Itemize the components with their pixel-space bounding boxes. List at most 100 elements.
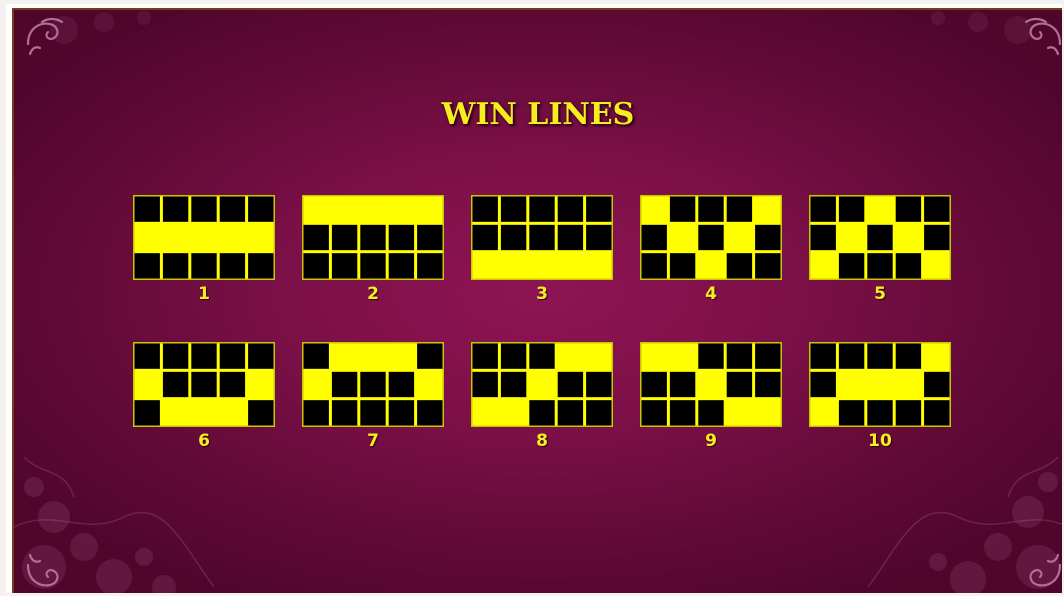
floral-pattern-icon [14, 10, 244, 100]
floral-pattern-icon [838, 10, 1064, 100]
inactive-cell [670, 400, 695, 425]
win-line-pattern [302, 342, 444, 427]
inactive-cell [839, 197, 864, 222]
inactive-cell [642, 225, 667, 250]
inactive-cell [135, 344, 160, 369]
inactive-cell [896, 253, 921, 278]
inactive-cell [839, 400, 864, 425]
inactive-cell [220, 344, 245, 369]
inactive-cell [867, 225, 892, 250]
inactive-cell [417, 225, 442, 250]
win-line-number: 5 [809, 284, 951, 304]
inactive-cell [501, 344, 526, 369]
inactive-cell [163, 253, 188, 278]
win-line-number: 4 [640, 284, 782, 304]
inactive-cell [727, 197, 752, 222]
inactive-cell [389, 225, 414, 250]
inactive-cell [389, 400, 414, 425]
inactive-cell [135, 400, 160, 425]
inactive-cell [558, 197, 583, 222]
inactive-cell [473, 225, 498, 250]
inactive-cell [529, 225, 554, 250]
inactive-cell [924, 197, 949, 222]
inactive-cell [360, 225, 385, 250]
inactive-cell [417, 344, 442, 369]
win-line-card: 4 [640, 195, 782, 280]
inactive-cell [501, 225, 526, 250]
inactive-cell [558, 372, 583, 397]
inactive-cell [248, 400, 273, 425]
inactive-cell [727, 253, 752, 278]
win-line-pattern [302, 195, 444, 280]
inactive-cell [163, 372, 188, 397]
inactive-cell [755, 225, 780, 250]
inactive-cell [248, 344, 273, 369]
win-line-card: 3 [471, 195, 613, 280]
inactive-cell [332, 225, 357, 250]
win-line-card: 2 [302, 195, 444, 280]
inactive-cell [135, 197, 160, 222]
inactive-cell [727, 372, 752, 397]
inactive-cell [642, 253, 667, 278]
inactive-cell [501, 197, 526, 222]
inactive-cell [191, 253, 216, 278]
inactive-cell [191, 197, 216, 222]
win-line-card: 6 [133, 342, 275, 427]
win-line-pattern [640, 195, 782, 280]
inactive-cell [558, 225, 583, 250]
inactive-cell [867, 344, 892, 369]
inactive-cell [698, 225, 723, 250]
inactive-cell [163, 197, 188, 222]
win-line-pattern [809, 195, 951, 280]
page-title: WIN LINES [6, 97, 1064, 132]
inactive-cell [248, 253, 273, 278]
inactive-cell [417, 400, 442, 425]
win-line-number: 7 [302, 431, 444, 451]
inactive-cell [529, 197, 554, 222]
win-line-pattern [471, 342, 613, 427]
inactive-cell [304, 253, 329, 278]
inactive-cell [811, 225, 836, 250]
win-line-number: 3 [471, 284, 613, 304]
inactive-cell [670, 253, 695, 278]
win-line-card: 5 [809, 195, 951, 280]
inactive-cell [896, 197, 921, 222]
inactive-cell [896, 400, 921, 425]
win-line-number: 1 [133, 284, 275, 304]
win-line-card: 10 [809, 342, 951, 427]
win-line-number: 6 [133, 431, 275, 451]
inactive-cell [304, 400, 329, 425]
inactive-cell [867, 400, 892, 425]
inactive-cell [360, 400, 385, 425]
inactive-cell [248, 197, 273, 222]
inactive-cell [220, 197, 245, 222]
win-line-card: 7 [302, 342, 444, 427]
inactive-cell [811, 372, 836, 397]
inactive-cell [867, 253, 892, 278]
inactive-cell [417, 253, 442, 278]
inactive-cell [389, 372, 414, 397]
inactive-cell [586, 400, 611, 425]
inactive-cell [389, 253, 414, 278]
inactive-cell [727, 344, 752, 369]
inactive-cell [642, 400, 667, 425]
inactive-cell [698, 400, 723, 425]
inactive-cell [924, 372, 949, 397]
inactive-cell [698, 344, 723, 369]
inactive-cell [924, 225, 949, 250]
inactive-cell [586, 225, 611, 250]
inactive-cell [360, 253, 385, 278]
inactive-cell [670, 197, 695, 222]
inactive-cell [586, 197, 611, 222]
inactive-cell [755, 344, 780, 369]
win-line-number: 10 [809, 431, 951, 451]
inactive-cell [896, 344, 921, 369]
inactive-cell [135, 253, 160, 278]
win-line-card: 8 [471, 342, 613, 427]
inactive-cell [473, 372, 498, 397]
inactive-cell [473, 197, 498, 222]
win-line-number: 9 [640, 431, 782, 451]
inactive-cell [304, 225, 329, 250]
win-line-card: 1 [133, 195, 275, 280]
